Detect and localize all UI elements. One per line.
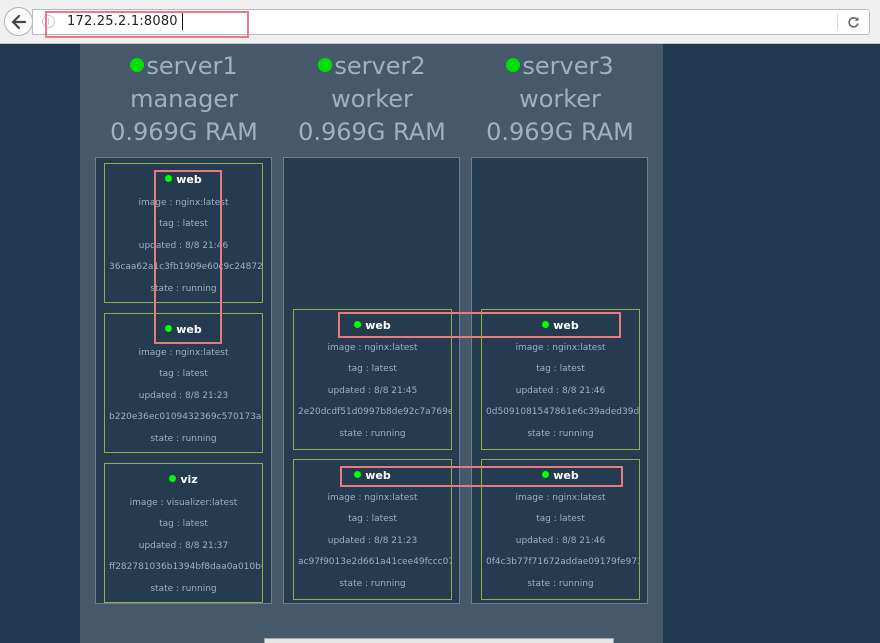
task-id: b220e36ec0109432369c570173abcce xyxy=(109,412,262,422)
task-updated: updated : 8/8 21:46 xyxy=(138,241,229,251)
node-name: server3 xyxy=(522,52,614,80)
node-ram: 0.969G RAM xyxy=(486,118,634,146)
node-status-dot xyxy=(506,58,521,72)
task-card[interactable]: web image : nginx:latest tag : latest up… xyxy=(104,163,263,303)
task-name: web xyxy=(553,469,579,482)
task-name: web xyxy=(176,173,202,186)
task-id: 2e20dcdf51d0997b8de92c7a769eac3 xyxy=(298,407,451,417)
node-ram: 0.969G RAM xyxy=(110,118,258,146)
node-role: worker xyxy=(331,85,413,113)
node-ram: 0.969G RAM xyxy=(298,118,446,146)
back-arrow-icon xyxy=(11,14,26,29)
node-name: server2 xyxy=(334,52,426,80)
task-id: ff282781036b1394bf8daa0a010b64a xyxy=(109,562,263,572)
task-state: state : running xyxy=(150,584,217,594)
task-card[interactable]: web image : nginx:latest tag : latest up… xyxy=(481,459,640,600)
task-status-dot xyxy=(169,475,177,482)
task-card[interactable]: web image : nginx:latest tag : latest up… xyxy=(481,309,640,450)
address-bar[interactable]: i 172.25.2.1:8080 xyxy=(32,9,870,35)
node-header-server2: server2 worker 0.969G RAM xyxy=(280,50,464,149)
reload-button[interactable] xyxy=(845,14,861,30)
task-image: image : nginx:latest xyxy=(327,493,418,503)
task-image: image : nginx:latest xyxy=(515,343,606,353)
text-cursor xyxy=(182,13,183,30)
browser-toolbar: i 172.25.2.1:8080 xyxy=(0,0,880,44)
task-tag: tag : latest xyxy=(159,219,208,229)
reload-icon xyxy=(847,16,859,28)
task-updated: updated : 8/8 21:46 xyxy=(515,536,606,546)
node-column-server3: web image : nginx:latest tag : latest up… xyxy=(471,157,648,604)
task-tag: tag : latest xyxy=(536,364,585,374)
task-name: web xyxy=(365,469,391,482)
task-card[interactable]: web image : nginx:latest tag : latest up… xyxy=(104,313,263,453)
node-header-server3: server3 worker 0.969G RAM xyxy=(468,50,652,149)
task-updated: updated : 8/8 21:37 xyxy=(138,541,229,551)
node-role: manager xyxy=(130,85,238,113)
task-state: state : running xyxy=(339,429,406,439)
task-state: state : running xyxy=(527,579,594,589)
node-header-server1: server1 manager 0.969G RAM xyxy=(92,50,276,149)
node-status-dot xyxy=(130,58,145,72)
task-tag: tag : latest xyxy=(159,519,208,529)
node-status-dot xyxy=(318,58,333,72)
task-tag: tag : latest xyxy=(159,369,208,379)
task-status-dot xyxy=(354,471,362,478)
horizontal-scrollbar[interactable] xyxy=(264,638,614,643)
task-card[interactable]: web image : nginx:latest tag : latest up… xyxy=(293,459,452,600)
task-id: ac97f9013e2d661a41cee49fccc07cf4e xyxy=(298,557,451,567)
task-name: viz xyxy=(180,473,198,486)
task-image: image : nginx:latest xyxy=(327,343,418,353)
task-state: state : running xyxy=(339,579,406,589)
address-bar-divider xyxy=(837,13,838,30)
node-role: worker xyxy=(519,85,601,113)
task-status-dot xyxy=(354,321,362,328)
task-image: image : nginx:latest xyxy=(138,348,229,358)
task-image: image : nginx:latest xyxy=(138,198,229,208)
node-column-server1: web image : nginx:latest tag : latest up… xyxy=(95,157,272,604)
task-card[interactable]: web image : nginx:latest tag : latest up… xyxy=(293,309,452,450)
info-icon[interactable]: i xyxy=(42,15,55,28)
node-name: server1 xyxy=(146,52,238,80)
task-updated: updated : 8/8 21:23 xyxy=(138,391,229,401)
task-updated: updated : 8/8 21:46 xyxy=(515,386,606,396)
task-state: state : running xyxy=(150,434,217,444)
node-column-server2: web image : nginx:latest tag : latest up… xyxy=(283,157,460,604)
task-state: state : running xyxy=(527,429,594,439)
task-status-dot xyxy=(165,325,173,332)
task-tag: tag : latest xyxy=(348,514,397,524)
task-name: web xyxy=(176,323,202,336)
task-name: web xyxy=(553,319,579,332)
task-tag: tag : latest xyxy=(348,364,397,374)
task-status-dot xyxy=(165,175,173,182)
task-status-dot xyxy=(542,471,550,478)
task-image: image : nginx:latest xyxy=(515,493,606,503)
task-updated: updated : 8/8 21:23 xyxy=(327,536,418,546)
task-id: 0d5091081547861e6c39aded39dd19 xyxy=(486,407,640,417)
task-updated: updated : 8/8 21:45 xyxy=(327,386,418,396)
task-id: 36caa62a1c3fb1909e60c9c2487214b3 xyxy=(109,262,263,272)
task-card[interactable]: viz image : visualizer:latest tag : late… xyxy=(104,463,263,603)
task-name: web xyxy=(365,319,391,332)
task-state: state : running xyxy=(150,284,217,294)
task-id: 0f4c3b77f71672addae09179fe97307c xyxy=(486,557,639,567)
task-status-dot xyxy=(542,321,550,328)
url-text[interactable]: 172.25.2.1:8080 xyxy=(67,14,178,29)
task-tag: tag : latest xyxy=(536,514,585,524)
visualizer-page: server1 manager 0.969G RAM server2 worke… xyxy=(80,44,663,643)
task-image: image : visualizer:latest xyxy=(129,498,238,508)
back-button[interactable] xyxy=(4,7,33,36)
